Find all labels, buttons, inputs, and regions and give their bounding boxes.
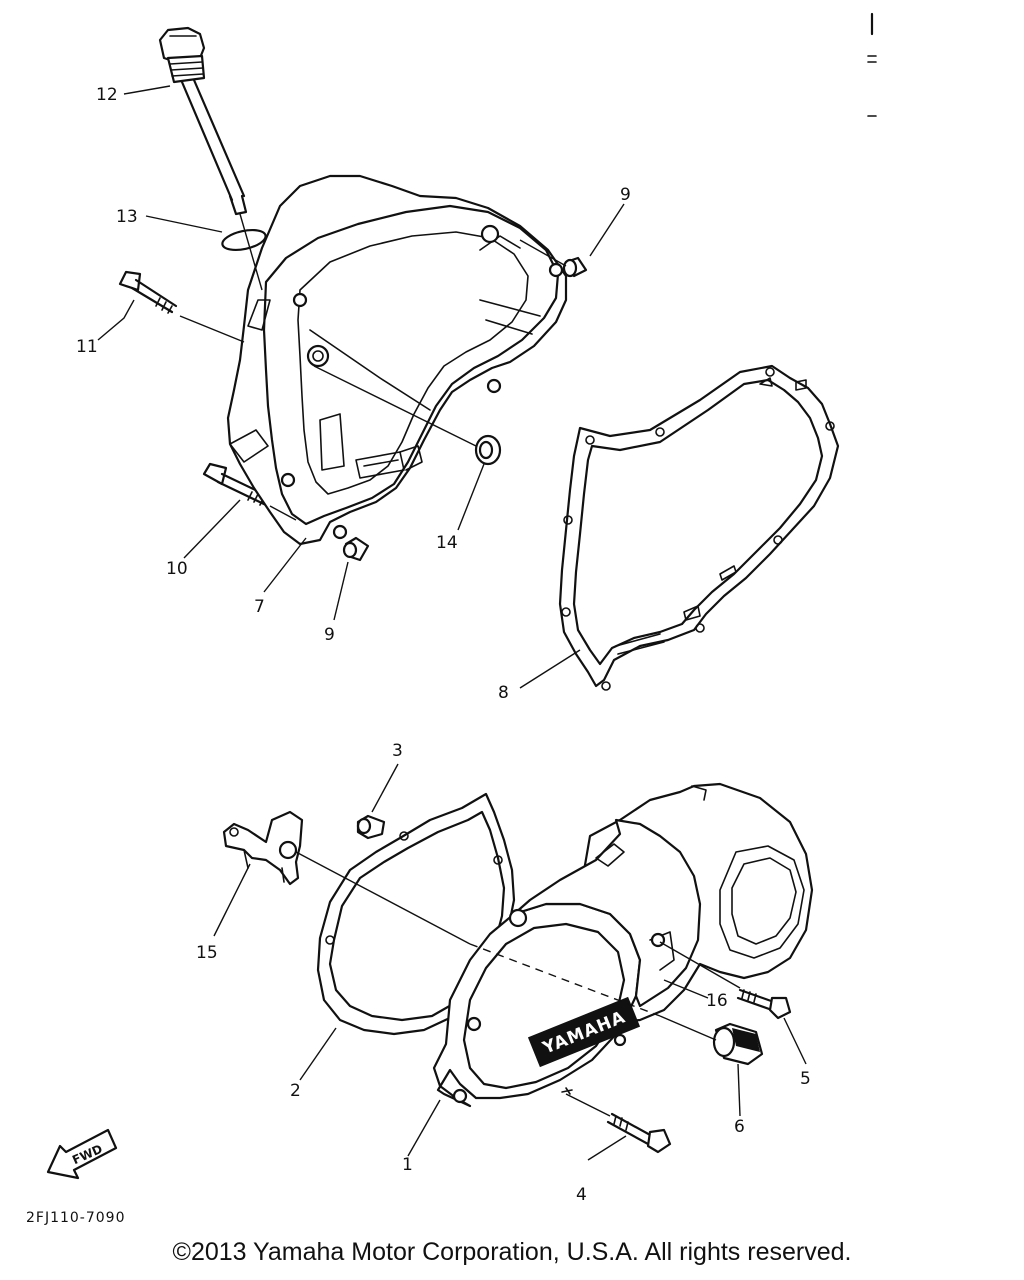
callout-4: 4 (576, 1185, 587, 1205)
drawing-code: 2FJ110-7090 (26, 1210, 126, 1226)
screw-4-part (606, 1112, 672, 1154)
callout-6: 6 (734, 1117, 745, 1137)
callout-1: 1 (402, 1155, 413, 1175)
leader-lines (97, 85, 807, 1161)
callout-3: 3 (392, 741, 403, 761)
cover-1-part: YAMAHA (432, 782, 814, 1108)
pin-16-part (650, 932, 666, 948)
bolt-5-part (736, 988, 792, 1020)
callout-7: 7 (254, 597, 265, 617)
callout-15: 15 (196, 943, 218, 963)
dowel-pin-upper-part (562, 256, 588, 278)
gasket-2-part (316, 792, 516, 1036)
gasket-8-part (558, 364, 840, 691)
assembly-lines (179, 213, 741, 1117)
bracket-15-part (222, 810, 304, 886)
fwd-arrow-icon: FWD (46, 1128, 118, 1180)
dowel-3-part (356, 814, 386, 840)
oil-seal-part (474, 434, 502, 466)
o-ring-part (221, 228, 267, 252)
callout-13: 13 (116, 207, 138, 227)
callout-9-lower: 9 (324, 625, 335, 645)
callout-labels: 12 13 11 9 10 7 9 14 8 3 15 2 1 4 6 5 16 (76, 85, 811, 1205)
callout-12: 12 (96, 85, 118, 105)
dowel-pin-lower-part (342, 536, 370, 562)
callout-2: 2 (290, 1081, 301, 1101)
copyright-notice: ©2013 Yamaha Motor Corporation, U.S.A. A… (172, 1238, 852, 1266)
dipstick-part (158, 26, 248, 216)
callout-8: 8 (498, 683, 509, 703)
crankcase-cover-part (226, 174, 568, 546)
callout-11: 11 (76, 337, 98, 357)
plug-6-part (712, 1022, 764, 1066)
callout-9-upper: 9 (620, 185, 631, 205)
callout-14: 14 (436, 533, 458, 553)
callout-5: 5 (800, 1069, 811, 1089)
callout-16: 16 (706, 991, 728, 1011)
edge-marks (867, 12, 877, 117)
bolt-11-part (118, 270, 178, 314)
callout-10: 10 (166, 559, 188, 579)
